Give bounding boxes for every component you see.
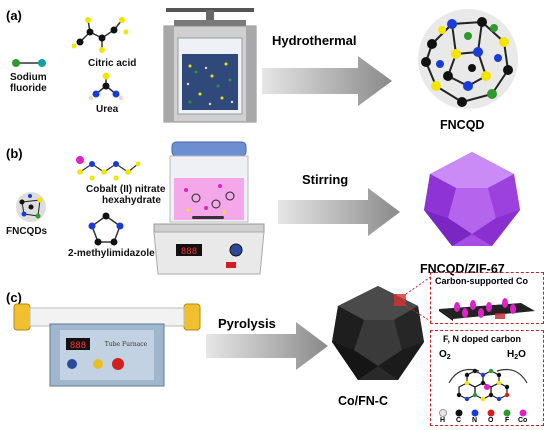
inset-top-title: Carbon-supported Co — [435, 276, 528, 286]
legend-dots — [439, 409, 527, 417]
legend-H: H — [440, 417, 446, 424]
process-arrow-b — [278, 188, 400, 236]
product-label-fncqd: FNCQD — [440, 118, 485, 132]
label-sodium-fluoride: Sodium fluoride — [10, 72, 47, 94]
fncqd-quantum-dot-icon — [418, 9, 518, 109]
doped-graphene-lattice-icon — [448, 368, 528, 402]
legend-C: C — [456, 417, 462, 424]
svg-text:888: 888 — [181, 247, 197, 257]
process-label-pyrolysis: Pyrolysis — [218, 316, 276, 331]
h2o-label: H2O — [507, 349, 526, 361]
tube-furnace-icon: 888 Tube Furnace — [13, 303, 201, 387]
co-fn-c-polyhedron-icon — [332, 286, 424, 380]
legend-O: O — [488, 417, 494, 424]
legend-F: F — [505, 417, 510, 424]
process-label-hydrothermal: Hydrothermal — [272, 33, 357, 48]
carbon-support-slab-icon — [439, 298, 535, 321]
process-arrow-c — [206, 322, 328, 370]
zif67-polyhedron-icon — [424, 152, 520, 246]
magnetic-stirrer-icon: 888 — [153, 141, 265, 275]
hydrothermal-autoclave-icon — [163, 8, 257, 123]
fncqds-small-icon — [16, 192, 46, 222]
legend-N: N — [472, 417, 478, 424]
panel-label-c: (c) — [6, 290, 22, 305]
cobalt-nitrate-molecule-icon — [76, 156, 141, 181]
citric-acid-molecule-icon — [71, 17, 129, 53]
sodium-fluoride-molecule-icon — [12, 59, 46, 67]
furnace-display: 888 — [70, 341, 86, 351]
legend-Co: Co — [518, 417, 528, 424]
label-cobalt-nitrate: Cobalt (II) nitrate hexahydrate — [86, 184, 166, 206]
label-2-methylimidazole: 2-methylimidazole — [68, 248, 155, 259]
o2-label: O2 — [439, 349, 451, 361]
inset-carbon-supported-co: Carbon-supported Co — [430, 272, 544, 324]
product-label-co-fn-c: Co/FN-C — [338, 394, 388, 408]
urea-molecule-icon — [88, 72, 124, 101]
inset-bottom-title: F, N doped carbon — [443, 334, 522, 344]
process-arrow-a — [262, 56, 392, 106]
furnace-name: Tube Furnace — [105, 341, 148, 348]
process-label-stirring: Stirring — [302, 172, 349, 187]
label-citric-acid: Citric acid — [88, 58, 137, 69]
panel-label-b: (b) — [6, 146, 23, 161]
inset-fn-doped-carbon: F, N doped carbon O2 H2O H C N O F Co — [430, 330, 544, 426]
panel-label-a: (a) — [6, 8, 22, 23]
label-fncqds: FNCQDs — [6, 226, 48, 237]
zoom-callout-lines — [394, 275, 433, 323]
methylimidazole-molecule-icon — [88, 212, 124, 246]
label-urea: Urea — [96, 104, 119, 115]
element-legend: H C N O F Co — [437, 409, 541, 425]
